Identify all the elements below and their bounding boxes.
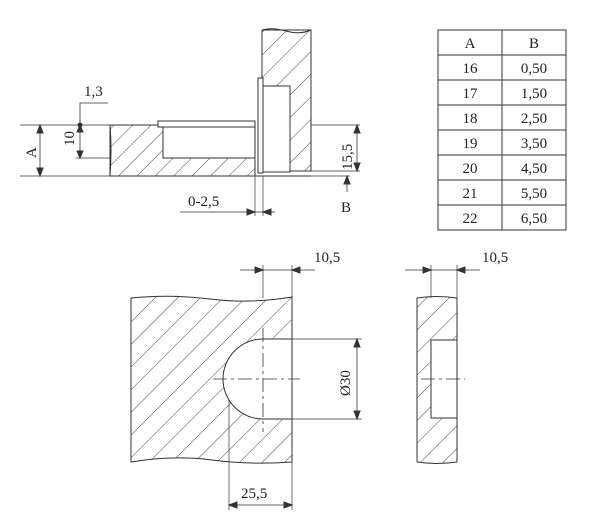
table-cell: 18 bbox=[463, 111, 478, 127]
table-text: A B 16 0,50 17 1,50 18 2,50 19 3,50 20 4… bbox=[463, 36, 548, 227]
label-10: 10 bbox=[62, 131, 78, 146]
label-25-5: 25,5 bbox=[241, 486, 267, 502]
table-cell: 16 bbox=[463, 61, 479, 77]
table-cell: 5,50 bbox=[521, 186, 547, 202]
label-A: A bbox=[24, 147, 40, 158]
hinge-plate bbox=[255, 77, 311, 177]
table-cell: 19 bbox=[463, 136, 478, 152]
table-cell: 22 bbox=[463, 211, 478, 227]
dimension-table bbox=[437, 29, 567, 231]
table-cell: 21 bbox=[463, 186, 478, 202]
door-section bbox=[109, 120, 256, 177]
table-cell: 1,50 bbox=[521, 86, 547, 102]
table-header-b: B bbox=[529, 36, 539, 52]
label-10-5-right: 10,5 bbox=[482, 250, 508, 266]
table-cell: 20 bbox=[463, 161, 478, 177]
front-view-labels: 10,5 Ø30 25,5 bbox=[241, 250, 354, 502]
label-0-2-5: 0-2,5 bbox=[188, 194, 219, 210]
label-15-5: 15,5 bbox=[340, 144, 356, 170]
side-view-labels: 1,3 10 A 15,5 0-2,5 B bbox=[24, 84, 356, 216]
section-view bbox=[405, 265, 480, 464]
label-1-3: 1,3 bbox=[84, 84, 103, 100]
table-cell: 4,50 bbox=[521, 161, 547, 177]
table-cell: 6,50 bbox=[521, 211, 547, 227]
side-view bbox=[20, 28, 361, 216]
table-cell: 2,50 bbox=[521, 111, 547, 127]
section-view-labels: 10,5 bbox=[482, 250, 508, 266]
label-diam-30: Ø30 bbox=[338, 370, 354, 396]
table-header-a: A bbox=[465, 36, 476, 52]
front-view bbox=[130, 265, 362, 510]
table-cell: 3,50 bbox=[521, 136, 547, 152]
table-cell: 0,50 bbox=[521, 61, 547, 77]
table-cell: 17 bbox=[463, 86, 479, 102]
label-B: B bbox=[341, 200, 351, 216]
label-10-5-left: 10,5 bbox=[314, 250, 340, 266]
